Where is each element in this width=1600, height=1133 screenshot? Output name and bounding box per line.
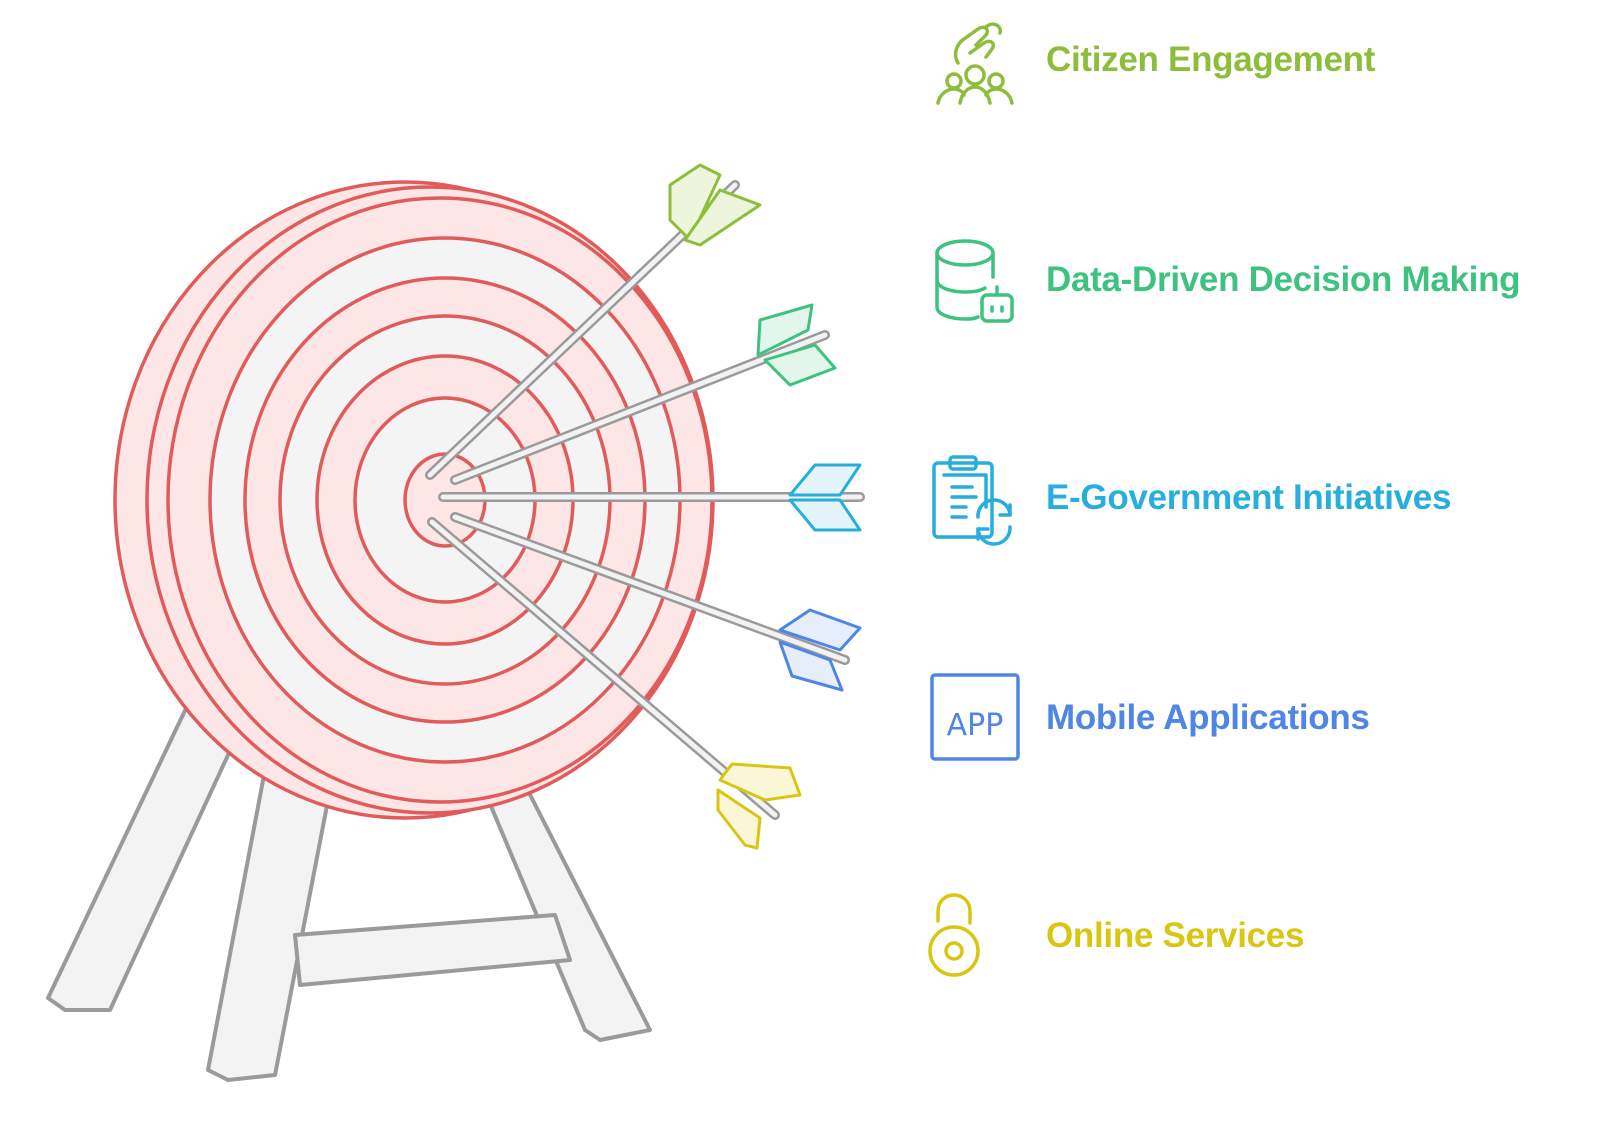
item-e-government: E-Government Initiatives <box>930 448 1451 548</box>
arrow-mobile <box>450 512 862 692</box>
unlocked-padlock-icon <box>928 886 1030 986</box>
app-icon: APP <box>930 668 1030 768</box>
citizen-engagement-icon <box>930 10 1030 110</box>
item-mobile-applications: APP Mobile Applications <box>930 668 1370 768</box>
label-online-services: Online Services <box>1046 916 1305 955</box>
label-mobile-applications: Mobile Applications <box>1046 698 1370 737</box>
item-citizen-engagement: Citizen Engagement <box>930 10 1375 110</box>
label-citizen-engagement: Citizen Engagement <box>1046 40 1376 79</box>
arrow-citizen-engagement <box>425 163 762 480</box>
database-bot-icon <box>930 230 1030 330</box>
arrow-e-government <box>438 463 865 532</box>
arrow-data-driven <box>450 303 837 485</box>
clipboard-refresh-icon <box>930 448 1030 548</box>
arrow-online-services <box>427 517 802 850</box>
label-e-government: E-Government Initiatives <box>1046 478 1452 517</box>
arrows <box>425 163 865 850</box>
label-data-driven: Data-Driven Decision Making <box>1046 260 1521 299</box>
app-icon-text: APP <box>947 708 1004 743</box>
item-online-services: Online Services <box>928 886 1305 986</box>
item-data-driven: Data-Driven Decision Making <box>930 230 1521 330</box>
